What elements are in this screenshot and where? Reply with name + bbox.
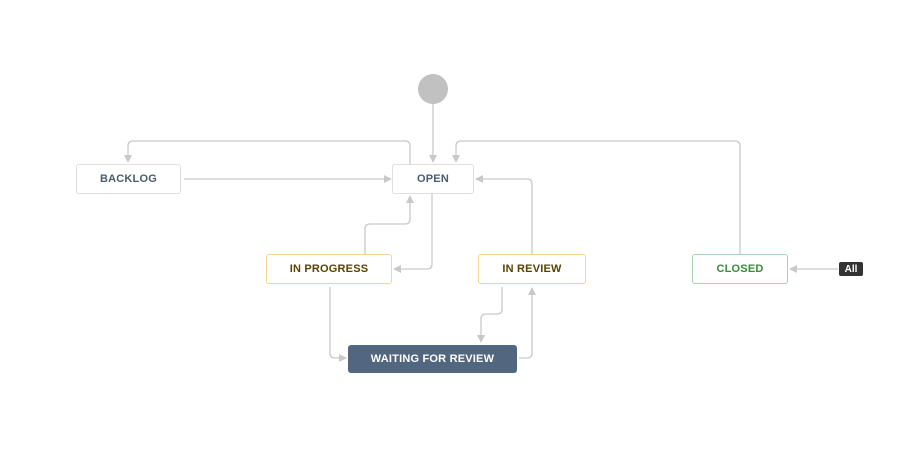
transition-in-progress-to-waiting[interactable] <box>329 287 347 362</box>
status-in-progress[interactable]: IN PROGRESS <box>266 254 392 284</box>
global-transition-badge[interactable]: All <box>839 262 863 276</box>
transition-open-to-in-progress[interactable] <box>393 194 433 273</box>
status-in-review-label: IN REVIEW <box>502 263 562 275</box>
transition-closed-to-open[interactable] <box>452 140 741 254</box>
transition-waiting-to-in-review[interactable] <box>519 287 536 359</box>
status-waiting-for-review[interactable]: WAITING FOR REVIEW <box>348 345 517 373</box>
transition-in-review-to-waiting[interactable] <box>477 287 503 343</box>
status-waiting-for-review-label: WAITING FOR REVIEW <box>370 353 495 365</box>
transition-in-review-to-open[interactable] <box>475 175 533 254</box>
status-open-label: OPEN <box>417 173 449 185</box>
status-open[interactable]: OPEN <box>392 164 474 194</box>
status-in-progress-label: IN PROGRESS <box>289 263 369 275</box>
start-node <box>418 74 448 104</box>
global-transition-badge-label: All <box>844 263 858 275</box>
status-backlog-label: BACKLOG <box>99 173 157 185</box>
status-closed[interactable]: CLOSED <box>692 254 788 284</box>
status-in-review[interactable]: IN REVIEW <box>478 254 586 284</box>
status-closed-label: CLOSED <box>716 263 764 275</box>
transition-open-to-backlog[interactable] <box>124 140 411 164</box>
transition-in-progress-to-open[interactable] <box>364 195 414 254</box>
status-backlog[interactable]: BACKLOG <box>76 164 181 194</box>
